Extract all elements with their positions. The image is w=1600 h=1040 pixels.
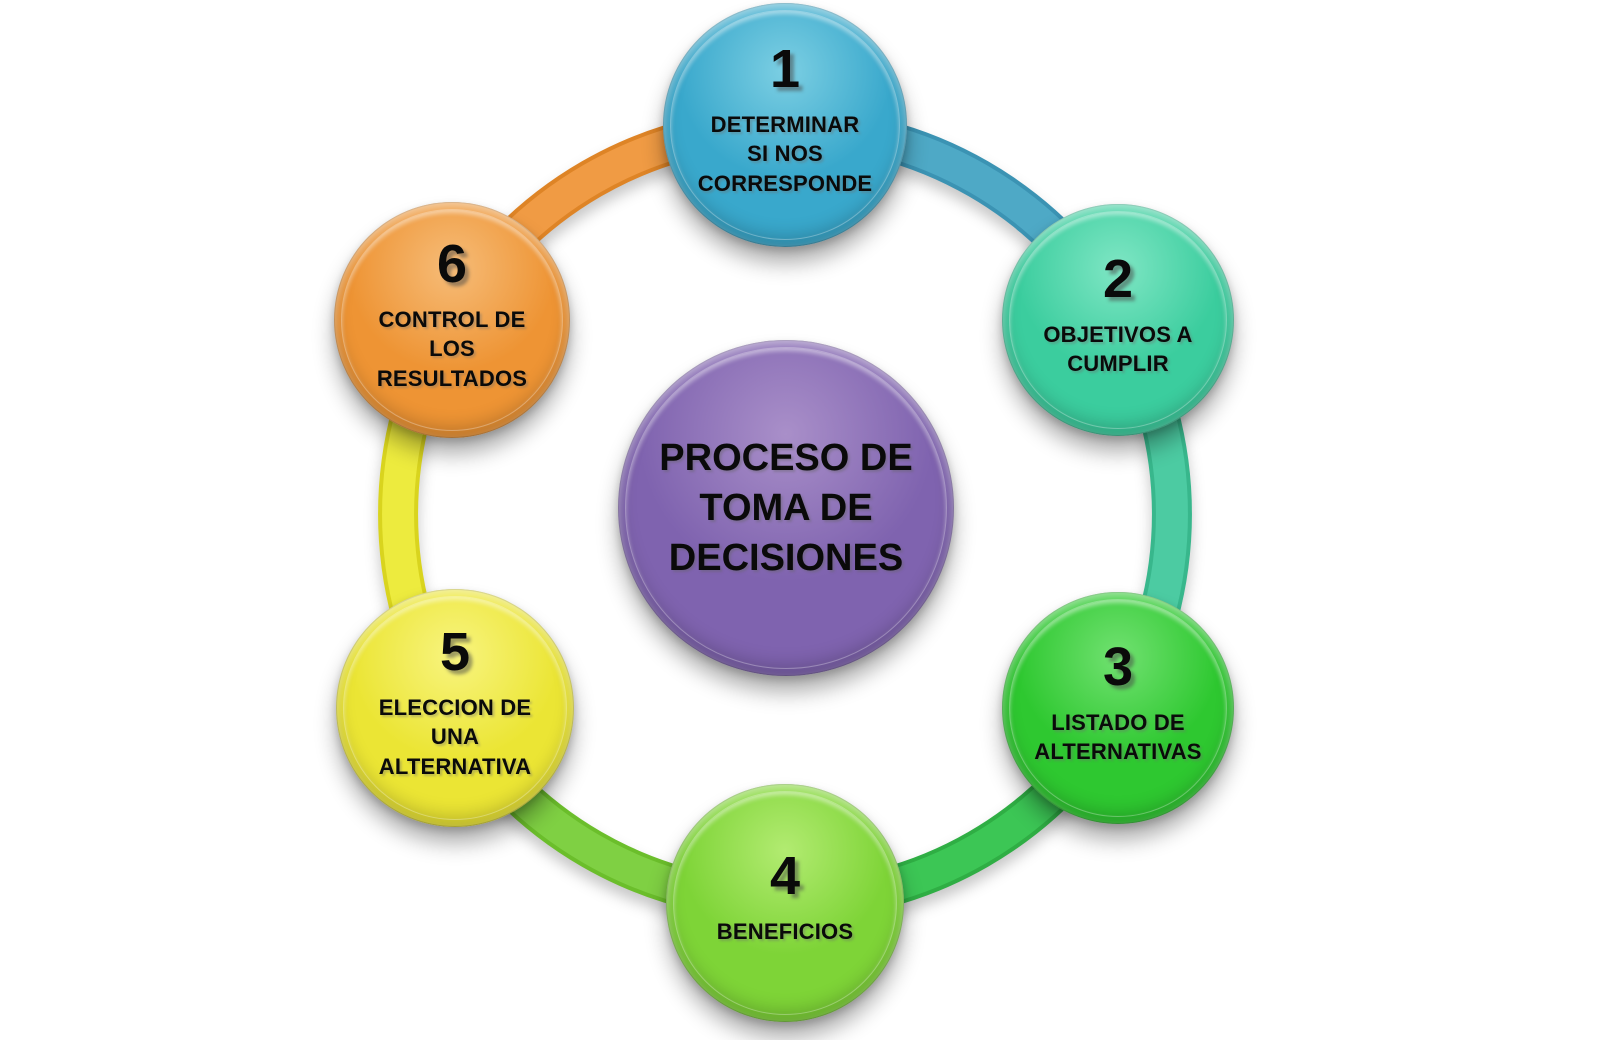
step-circle-5: 5 ELECCION DE UNA ALTERNATIVA: [336, 589, 574, 827]
step-circle-2: 2 OBJETIVOS A CUMPLIR: [1002, 204, 1234, 436]
step-1-label: DETERMINAR SI NOS CORRESPONDE: [697, 112, 873, 196]
step-circle-4: 4 BENEFICIOS: [666, 784, 904, 1022]
center-circle: PROCESO DE TOMA DE DECISIONES: [618, 340, 954, 676]
step-5-label: ELECCION DE UNA ALTERNATIVA: [378, 695, 532, 779]
step-circle-3: 3 LISTADO DE ALTERNATIVAS: [1002, 592, 1234, 824]
step-3-label: LISTADO DE ALTERNATIVAS: [1034, 709, 1202, 764]
step-6-label: CONTROL DE LOS RESULTADOS: [376, 307, 528, 391]
step-6-number: 6: [436, 234, 468, 295]
step-4-label: BENEFICIOS: [716, 919, 854, 945]
step-4-number: 4: [769, 846, 801, 907]
step-1-number: 1: [769, 39, 801, 100]
step-3-number: 3: [1102, 636, 1134, 697]
step-2-number: 2: [1102, 248, 1134, 309]
step-circle-1: 1 DETERMINAR SI NOS CORRESPONDE: [663, 3, 907, 247]
center-label: PROCESO DE TOMA DE DECISIONES: [659, 436, 913, 580]
step-2-label: OBJETIVOS A CUMPLIR: [1043, 321, 1193, 376]
step-5-number: 5: [439, 622, 471, 683]
step-circle-6: 6 CONTROL DE LOS RESULTADOS: [334, 202, 570, 438]
